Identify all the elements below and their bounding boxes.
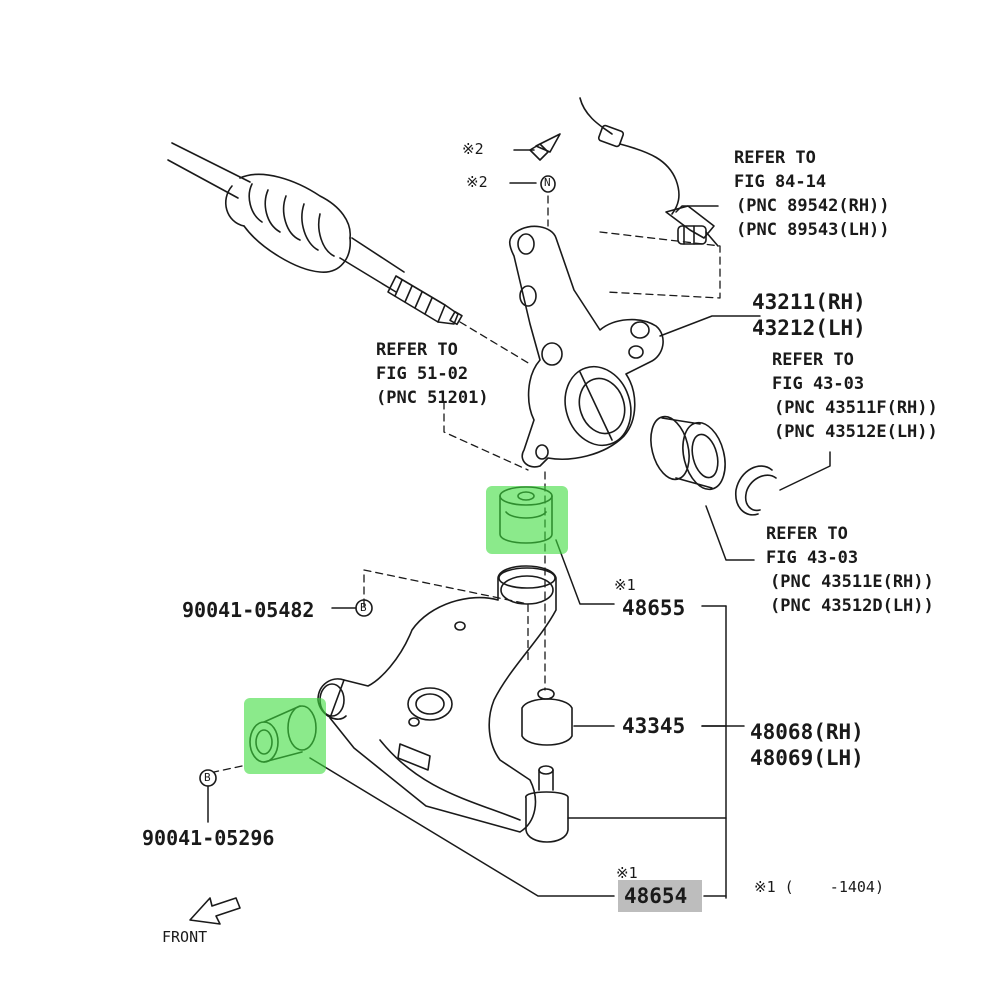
part-knuckle-lh: 43212(LH): [752, 316, 866, 340]
note2-marker-b: ※2: [466, 173, 488, 191]
part-lower-arm-lh: 48069(LH): [750, 746, 864, 770]
part-rear-bushing: 48654: [624, 884, 688, 908]
ref-bearing-upper-line-2: FIG 43-03: [772, 374, 865, 394]
part-lower-arm-rh: 48068(RH): [750, 720, 864, 744]
lower-control-arm-drawing: [317, 565, 557, 833]
ref-sensor-line-3: (PNC 89542(RH)): [736, 196, 890, 216]
part-bolt-lower: 90041-05296: [142, 826, 275, 850]
highlight-front-bushing: [486, 486, 568, 554]
wheel-speed-sensor-drawing: [579, 97, 719, 247]
ball-joint-drawing: [521, 688, 573, 843]
ref-bearing-lower-line-1: REFER TO: [766, 524, 848, 544]
front-direction-label: FRONT: [162, 928, 208, 946]
hub-bearing-drawing: [650, 415, 726, 491]
part-rear-bushing-badge: [618, 880, 702, 912]
note1-marker-a: ※1: [614, 576, 636, 594]
ref-bearing-upper-line-4: (PNC 43512E(LH)): [774, 422, 938, 442]
ref-sensor-line-2: FIG 84-14: [734, 172, 827, 192]
ref-bearing-lower-line-3: (PNC 43511E(RH)): [770, 572, 934, 592]
clip-and-nut-drawing: [529, 133, 561, 193]
highlight-rear-bushing: [244, 698, 326, 774]
ref-bearing-upper-line-1: REFER TO: [772, 350, 854, 370]
nut-n-symbol: N: [544, 176, 551, 189]
ref-bearing-lower-line-4: (PNC 43512D(LH)): [770, 596, 934, 616]
ref-bearing-upper-line-3: (PNC 43511F(RH)): [774, 398, 938, 418]
snap-ring-drawing: [735, 465, 777, 516]
note1-marker-b: ※1: [616, 864, 638, 882]
note1-definition: ※1 ( -1404): [754, 878, 884, 896]
b-symbol-upper: B: [360, 601, 367, 614]
ref-driveshaft-line-3: (PNC 51201): [376, 388, 489, 408]
ref-driveshaft-line-2: FIG 51-02: [376, 364, 469, 384]
steering-knuckle-drawing: [508, 225, 664, 468]
note2-marker-a: ※2: [462, 140, 484, 158]
part-bolt-upper: 90041-05482: [182, 598, 315, 622]
bolt-b-marker-lower: [199, 769, 217, 787]
drive-shaft-drawing: [167, 142, 463, 326]
part-front-bushing: 48655: [622, 596, 686, 620]
ref-sensor-line-1: REFER TO: [734, 148, 816, 168]
ref-sensor-line-4: (PNC 89543(LH)): [736, 220, 890, 240]
part-ball-joint: 43345: [622, 714, 686, 738]
ref-bearing-lower-line-2: FIG 43-03: [766, 548, 859, 568]
bolt-b-marker-upper: [355, 599, 373, 617]
part-knuckle-rh: 43211(RH): [752, 290, 866, 314]
front-arrow-icon: [189, 897, 241, 925]
ref-driveshaft-line-1: REFER TO: [376, 340, 458, 360]
b-symbol-lower: B: [204, 771, 211, 784]
